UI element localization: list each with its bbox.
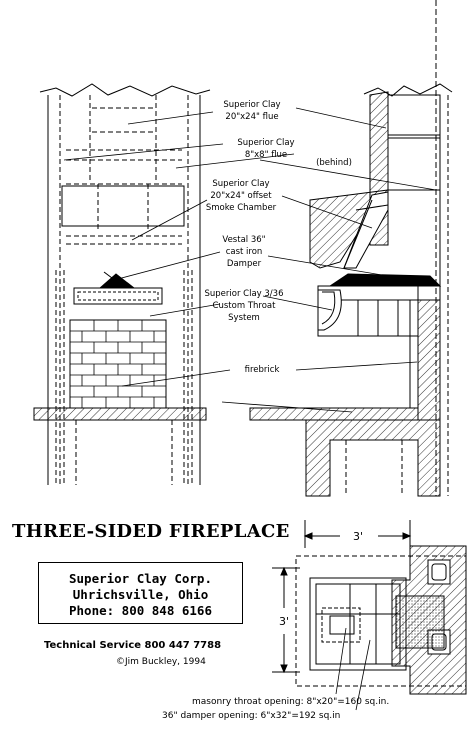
label-flue-8x8-l1: Superior Clay [237, 138, 294, 148]
label-smoke-l1: Superior Clay [212, 179, 269, 189]
company-name: Superior Clay Corp. [69, 571, 212, 586]
label-flue-8x8-l2: 8"x8" flue [245, 150, 287, 160]
label-throat-l1: Superior Clay 3/36 [205, 289, 284, 299]
side-section [249, 0, 453, 497]
note-damper-opening: 36" damper opening: 6"x32"=192 sq.in [162, 711, 341, 721]
label-behind: (behind) [316, 158, 352, 168]
hearth-front [33, 407, 207, 421]
company-box: Superior Clay Corp. Uhrichsville, Ohio P… [38, 562, 243, 624]
plan-depth-dim: 3' [279, 615, 289, 628]
label-smoke-l2: 20"x24" offset [210, 191, 272, 201]
label-throat-l2: Custom Throat [213, 301, 277, 311]
label-firebrick: firebrick [245, 365, 280, 375]
plan-view [272, 520, 467, 711]
label-smoke-l3: Smoke Chamber [206, 203, 277, 213]
copyright: ©Jim Buckley, 1994 [116, 657, 206, 667]
label-flue-20x24-l1: Superior Clay [223, 100, 280, 110]
drawing-title: THREE-SIDED FIREPLACE [12, 521, 290, 542]
company-phone: Phone: 800 848 6166 [69, 603, 212, 618]
leader-lines [63, 107, 437, 413]
label-damper-l1: Vestal 36" [222, 235, 265, 245]
firebrick-front [70, 320, 166, 408]
technical-service: Technical Service 800 447 7788 [44, 640, 222, 651]
label-damper-l3: Damper [227, 259, 262, 269]
front-elevation [39, 83, 211, 485]
company-city: Uhrichsville, Ohio [72, 587, 209, 602]
plan-width-dim: 3' [353, 530, 363, 543]
callout-labels: Superior Clay 20"x24" flue Superior Clay… [205, 100, 364, 628]
note-throat-opening: masonry throat opening: 8"x20"=160 sq.in… [192, 697, 390, 707]
label-flue-20x24-l2: 20"x24" flue [225, 112, 278, 122]
label-throat-l3: System [228, 313, 260, 323]
label-damper-l2: cast iron [226, 247, 263, 257]
